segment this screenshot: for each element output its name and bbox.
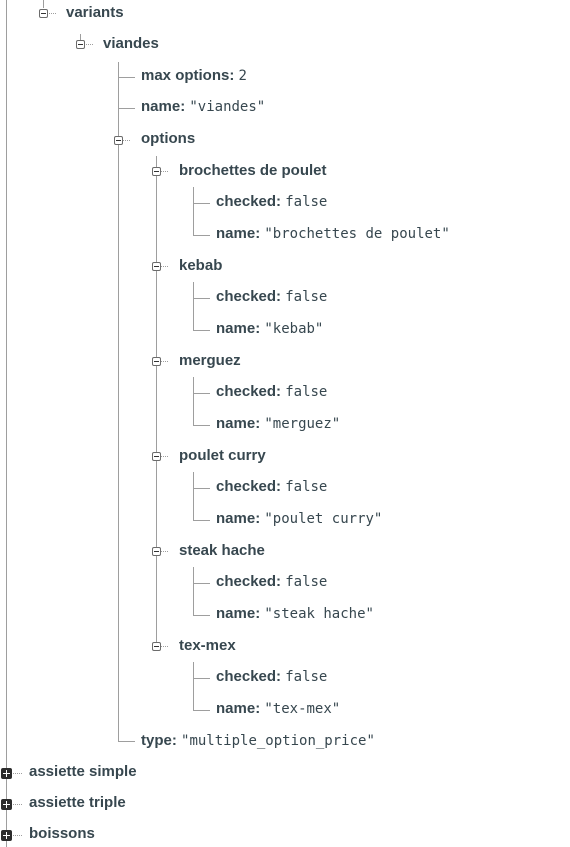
tree-leaf-checked[interactable]: checked: false <box>216 383 328 400</box>
tree-leaf-checked[interactable]: checked: false <box>216 573 328 590</box>
leaf-value: "poulet curry" <box>264 511 383 527</box>
tree-node-viandes[interactable]: viandes <box>103 34 159 54</box>
tree-leaf-name[interactable]: name: "kebab" <box>216 320 324 337</box>
leaf-key: checked <box>216 573 277 590</box>
tree-node-option[interactable]: tex-mex <box>179 636 236 656</box>
leaf-key: name <box>216 415 256 432</box>
node-key: kebab <box>179 257 223 274</box>
collapse-minus-icon[interactable] <box>152 642 161 651</box>
leaf-value: "tex-mex" <box>264 701 341 717</box>
leaf-value: false <box>285 384 328 400</box>
leaf-key: name <box>216 700 256 717</box>
tree-node-boissons[interactable]: boissons <box>29 824 95 844</box>
expand-plus-icon[interactable] <box>1 799 12 810</box>
leaf-value: 2 <box>238 68 247 84</box>
leaf-key: checked <box>216 478 277 495</box>
collapse-minus-icon[interactable] <box>76 40 85 49</box>
leaf-key: checked <box>216 668 277 685</box>
leaf-key: checked <box>216 288 277 305</box>
leaf-value: "multiple_option_price" <box>181 733 375 749</box>
node-key: assiette simple <box>29 763 137 780</box>
node-key: merguez <box>179 352 241 369</box>
tree-node-assiette-triple[interactable]: assiette triple <box>29 793 126 813</box>
leaf-value: false <box>285 289 328 305</box>
expand-plus-icon[interactable] <box>1 768 12 779</box>
node-key: variants <box>66 4 124 21</box>
collapse-minus-icon[interactable] <box>152 547 161 556</box>
leaf-value: "merguez" <box>264 416 341 432</box>
tree-node-option[interactable]: steak hache <box>179 541 265 561</box>
node-key: options <box>141 130 196 147</box>
tree-node-assiette-simple[interactable]: assiette simple <box>29 762 137 782</box>
tree-leaf-name[interactable]: name: "steak hache" <box>216 605 374 622</box>
collapse-minus-icon[interactable] <box>152 357 161 366</box>
tree-leaf-checked[interactable]: checked: false <box>216 288 328 305</box>
tree-node-option[interactable]: brochettes de poulet <box>179 161 327 181</box>
tree-leaf-name[interactable]: name: "poulet curry" <box>216 510 383 527</box>
leaf-value: "brochettes de poulet" <box>264 226 450 242</box>
tree-leaf-max-options[interactable]: max options: 2 <box>141 67 247 84</box>
tree-node-option[interactable]: poulet curry <box>179 446 266 466</box>
tree-leaf-checked[interactable]: checked: false <box>216 193 328 210</box>
leaf-value: false <box>285 194 328 210</box>
leaf-key: name <box>141 98 181 115</box>
leaf-value: false <box>285 669 328 685</box>
tree-node-option[interactable]: merguez <box>179 351 241 371</box>
leaf-value: false <box>285 479 328 495</box>
tree-leaf-checked[interactable]: checked: false <box>216 478 328 495</box>
tree-leaf-name[interactable]: name: "tex-mex" <box>216 700 341 717</box>
collapse-minus-icon[interactable] <box>152 167 161 176</box>
tree-leaf-type[interactable]: type: "multiple_option_price" <box>141 732 375 749</box>
leaf-key: checked <box>216 193 277 210</box>
leaf-key: checked <box>216 383 277 400</box>
collapse-minus-icon[interactable] <box>114 136 123 145</box>
collapse-minus-icon[interactable] <box>39 9 48 18</box>
leaf-value: "kebab" <box>264 321 324 337</box>
node-key: assiette triple <box>29 794 126 811</box>
node-key: poulet curry <box>179 447 266 464</box>
node-key: steak hache <box>179 542 265 559</box>
leaf-value: "viandes" <box>189 99 266 115</box>
leaf-value: "steak hache" <box>264 606 374 622</box>
leaf-key: name <box>216 510 256 527</box>
leaf-key: name <box>216 320 256 337</box>
node-key: viandes <box>103 35 159 52</box>
tree-node-options[interactable]: options <box>141 129 195 149</box>
tree-leaf-name[interactable]: name: "viandes" <box>141 98 266 115</box>
leaf-key: max options <box>141 67 230 84</box>
expand-plus-icon[interactable] <box>1 830 12 841</box>
leaf-value: false <box>285 574 328 590</box>
tree-leaf-name[interactable]: name: "brochettes de poulet" <box>216 225 450 242</box>
node-key: boissons <box>29 825 95 842</box>
leaf-key: name <box>216 225 256 242</box>
tree-leaf-checked[interactable]: checked: false <box>216 668 328 685</box>
collapse-minus-icon[interactable] <box>152 262 161 271</box>
tree-node-variants[interactable]: variants <box>66 3 124 23</box>
leaf-key: type <box>141 732 172 749</box>
tree-leaf-name[interactable]: name: "merguez" <box>216 415 341 432</box>
tree-node-option[interactable]: kebab <box>179 256 222 276</box>
leaf-key: name <box>216 605 256 622</box>
node-key: tex-mex <box>179 637 236 654</box>
node-key: brochettes de poulet <box>179 162 327 179</box>
collapse-minus-icon[interactable] <box>152 452 161 461</box>
